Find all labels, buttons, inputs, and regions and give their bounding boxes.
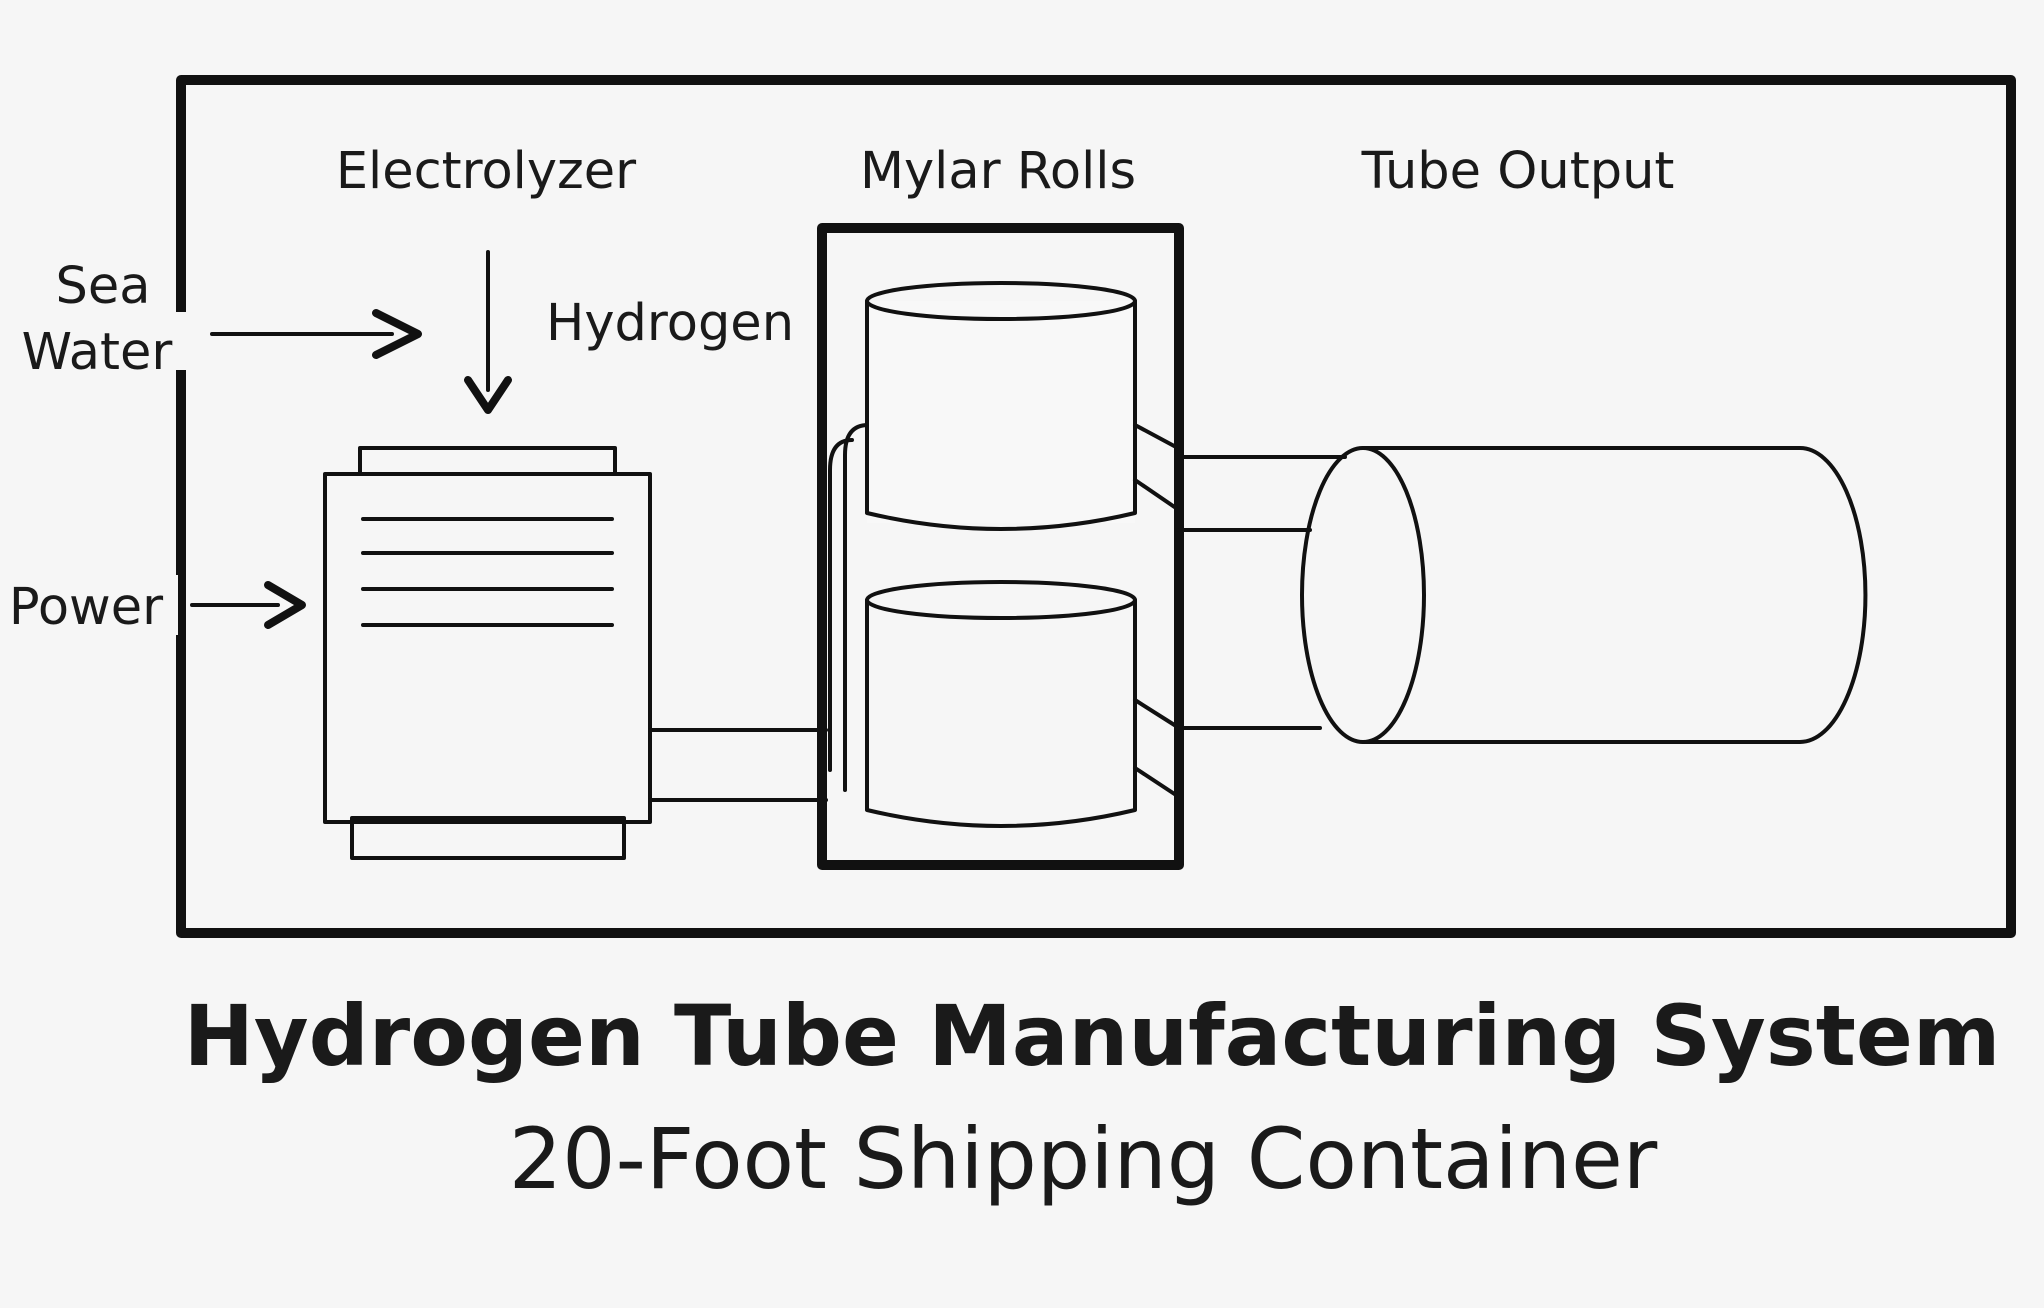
power-label: Power (9, 578, 163, 637)
mylar-to-tube-pipe (1177, 455, 1347, 730)
mylar-roll-upper (865, 281, 1137, 531)
electrolyzer-to-mylar-pipe (648, 728, 828, 802)
water-label: Water (22, 323, 173, 382)
container-outline (176, 75, 2016, 938)
hydrogen-label: Hydrogen (546, 294, 794, 353)
sea-label: Sea (55, 257, 150, 316)
mylar-feed-pipe (828, 438, 854, 772)
mylar-film-webs (1133, 423, 1178, 797)
tube-output-front-face (1300, 446, 1426, 744)
electrolyzer-top-cap (358, 446, 617, 476)
electrolyzer-body (323, 472, 652, 824)
sea-water-arrow (210, 309, 422, 359)
mylar-roll-lower (865, 580, 1137, 828)
electrolyzer-unit (323, 446, 652, 860)
diagram-title: Hydrogen Tube Manufacturing System (184, 987, 2001, 1085)
tube-output-label: Tube Output (1361, 142, 1675, 201)
electrolyzer-label: Electrolyzer (336, 142, 636, 201)
electrolyzer-bottom-base (350, 816, 626, 860)
mylar-rolls-label: Mylar Rolls (860, 142, 1136, 201)
power-arrow (190, 581, 306, 629)
tube-output-cylinder (1300, 446, 1868, 744)
hydrogen-down-arrow (464, 250, 512, 414)
diagram-subtitle: 20-Foot Shipping Container (509, 1110, 1658, 1208)
mylar-rolls-frame (817, 223, 1184, 870)
